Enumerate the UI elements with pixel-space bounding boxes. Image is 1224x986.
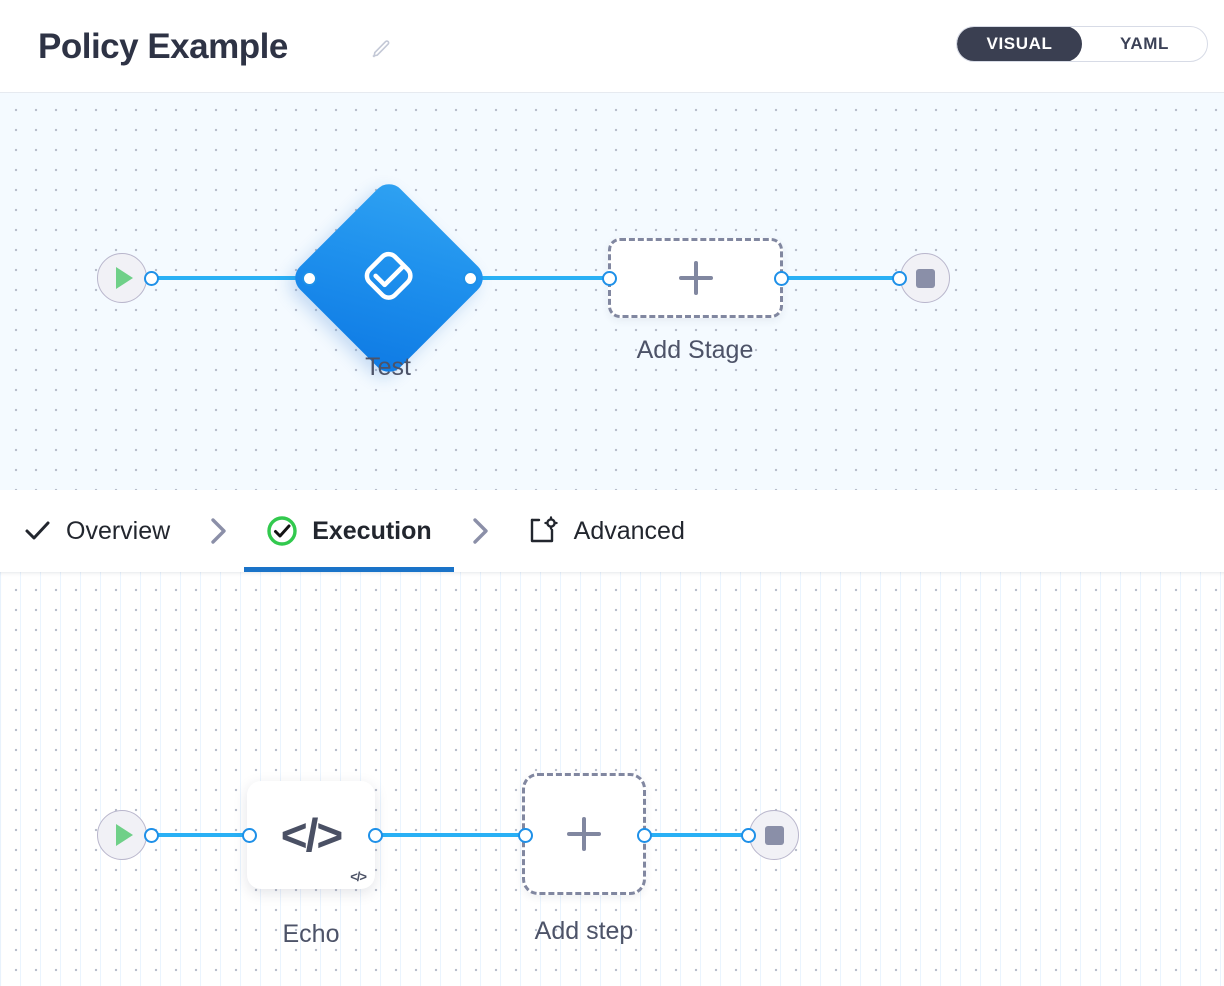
tab-overview[interactable]: Overview (0, 490, 192, 572)
check-diamond-icon (357, 244, 421, 313)
connector-dot[interactable] (637, 828, 652, 843)
add-stage-label: Add Stage (636, 336, 754, 364)
connector-dot[interactable] (302, 271, 317, 286)
edge-start-to-echo (150, 833, 255, 837)
code-badge-icon: </> (350, 869, 367, 884)
connector-dot[interactable] (602, 271, 617, 286)
play-icon (116, 267, 133, 289)
connector-dot[interactable] (774, 271, 789, 286)
chevron-right-icon (472, 518, 488, 544)
add-step-button[interactable] (522, 773, 646, 895)
stop-icon (764, 825, 784, 845)
tab-separator (454, 515, 506, 547)
plus-icon (567, 817, 601, 851)
pipeline-start-node[interactable] (97, 253, 147, 303)
add-step-label: Add step (534, 917, 634, 945)
page-title: Policy Example (38, 27, 288, 66)
stage-tab-bar[interactable]: Overview Execution (0, 490, 1224, 572)
toggle-option-visual[interactable]: VISUAL (957, 27, 1082, 61)
check-circle-icon (266, 515, 298, 547)
stop-icon (915, 268, 935, 288)
connector-dot[interactable] (518, 828, 533, 843)
add-stage-button[interactable] (608, 238, 783, 318)
view-mode-toggle[interactable]: VISUAL YAML (956, 26, 1208, 62)
connector-dot[interactable] (144, 828, 159, 843)
pencil-icon[interactable] (368, 36, 394, 62)
tab-overview-label: Overview (66, 516, 171, 545)
toggle-option-yaml[interactable]: YAML (1119, 34, 1169, 53)
plus-icon (678, 261, 713, 295)
tab-execution[interactable]: Execution (244, 490, 455, 572)
edge-add-step-to-end (640, 833, 758, 837)
page-header: Policy Example VISUAL YAML (0, 0, 1224, 93)
edge-echo-to-add-step (372, 833, 530, 837)
connector-dot[interactable] (242, 828, 257, 843)
connector-dot[interactable] (144, 271, 159, 286)
edge-start-to-test (150, 276, 315, 280)
connector-dot[interactable] (463, 271, 478, 286)
tab-advanced[interactable]: Advanced (506, 490, 707, 572)
tab-advanced-label: Advanced (573, 516, 685, 545)
tab-execution-label: Execution (312, 516, 432, 545)
edge-test-to-add-stage (463, 276, 618, 280)
step-node-label: Echo (282, 920, 340, 948)
chevron-right-icon (211, 518, 226, 544)
step-start-node[interactable] (97, 810, 147, 860)
connector-dot[interactable] (741, 828, 756, 843)
step-end-node[interactable] (749, 810, 799, 860)
connector-dot[interactable] (892, 271, 907, 286)
edge-add-stage-to-end (775, 276, 905, 280)
step-canvas[interactable]: </> </> Echo Add step (0, 572, 1224, 986)
connector-dot[interactable] (368, 828, 383, 843)
code-icon: </> (280, 809, 343, 861)
stage-node-test[interactable] (288, 177, 490, 379)
step-node-echo[interactable]: </> </> (247, 781, 375, 889)
stage-node-label: Test (365, 353, 411, 381)
pipeline-end-node[interactable] (900, 253, 950, 303)
check-icon (22, 516, 52, 546)
play-icon (116, 824, 133, 846)
tab-separator (192, 515, 244, 547)
stage-canvas[interactable]: Test Add Stage (0, 93, 1224, 490)
window-gear-icon (528, 516, 560, 546)
